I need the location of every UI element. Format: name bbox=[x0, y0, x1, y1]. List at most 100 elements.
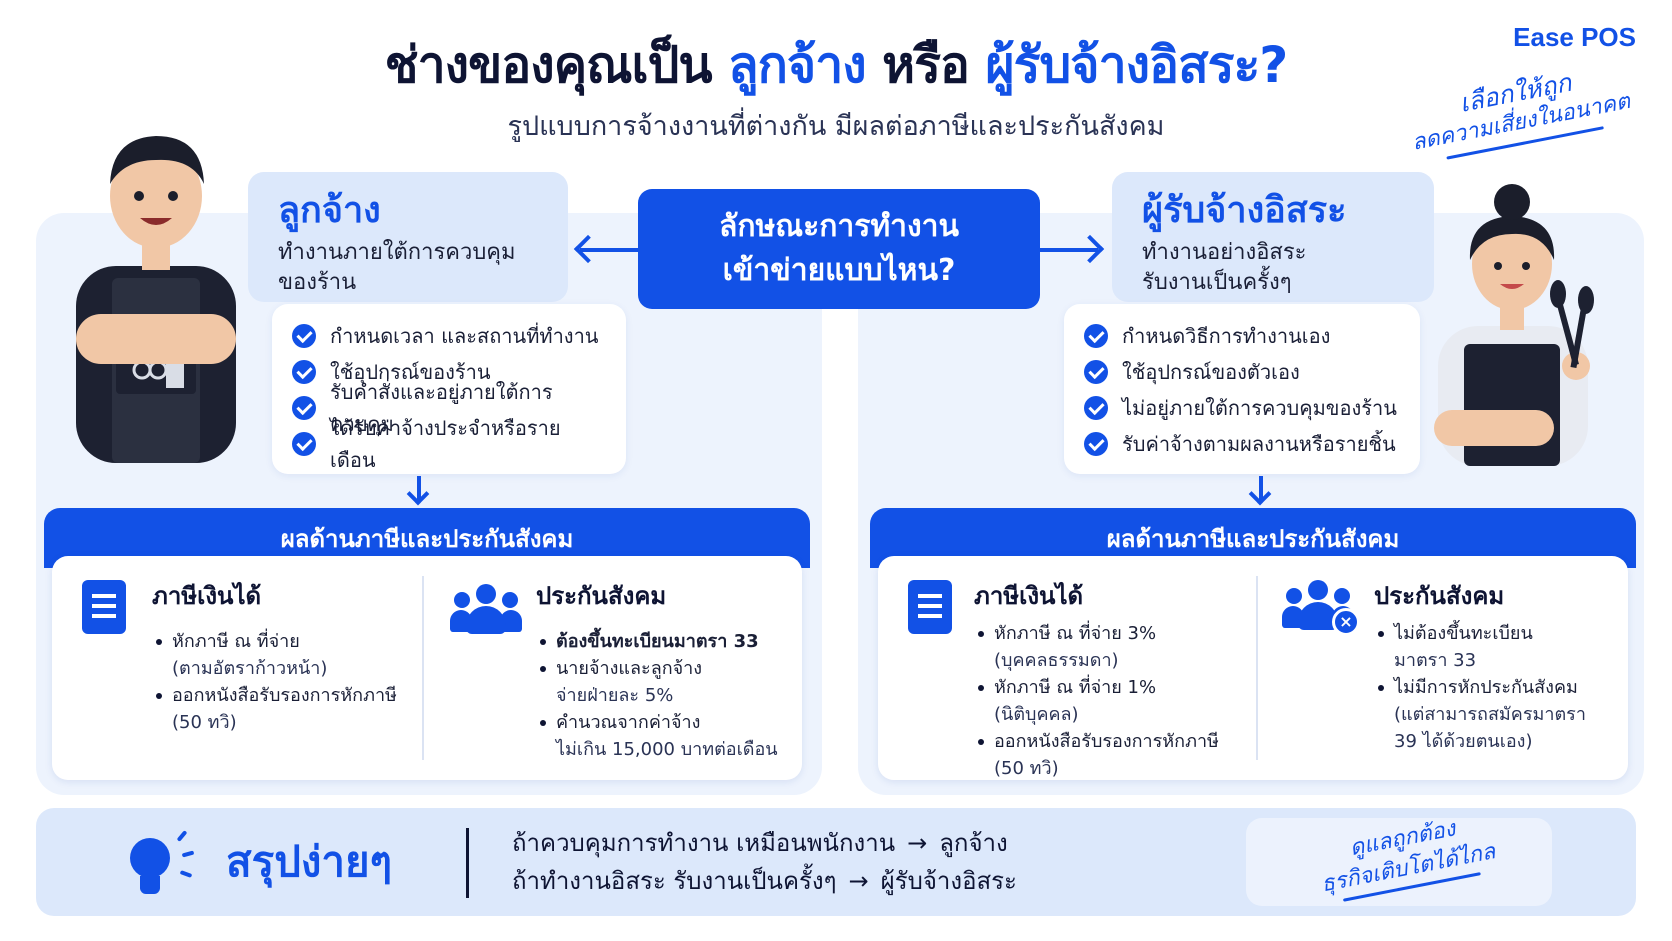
check-icon bbox=[1084, 360, 1108, 384]
title-highlight-freelancer: ผู้รับจ้างอิสระ? bbox=[985, 36, 1288, 94]
check-icon bbox=[292, 396, 316, 420]
item-sub: (50 ทวิ) bbox=[994, 758, 1059, 779]
arrow-left-icon bbox=[580, 248, 638, 252]
list-item: ไม่ต้องขึ้นทะเบียนมาตรา 33 bbox=[1374, 620, 1614, 674]
brand-logo: Ease POS bbox=[1513, 22, 1636, 52]
tax-list: หักภาษี ณ ที่จ่าย (ตามอัตราก้าวหน้า) ออกห… bbox=[152, 628, 442, 736]
summary-line-employee: ถ้าควบคุมการทำงาน เหมือนพนักงาน → ลูกจ้าง bbox=[512, 824, 1017, 862]
employee-title: ลูกจ้าง bbox=[278, 190, 381, 231]
item-sub: (บุคคลธรรมดา) bbox=[994, 650, 1119, 671]
check-icon bbox=[292, 360, 316, 384]
work-nature-question: ลักษณะการทำงาน เข้าข่ายแบบไหน? bbox=[638, 189, 1040, 309]
social-list: ไม่ต้องขึ้นทะเบียนมาตรา 33 ไม่มีการหักปร… bbox=[1374, 620, 1614, 755]
people-icon bbox=[450, 584, 522, 634]
item-sub: ไม่เกิน 15,000 บาทต่อเดือน bbox=[556, 739, 778, 760]
check-item: ได้รับค่าจ้างประจำหรือรายเดือน bbox=[292, 416, 606, 472]
item-main: หักภาษี ณ ที่จ่าย 3% bbox=[994, 623, 1157, 644]
employee-type-card: ลูกจ้าง ทำงานภายใต้การควบคุม ของร้าน bbox=[248, 172, 568, 302]
column-divider bbox=[1256, 576, 1258, 760]
freelancer-desc-line1: ทำงานอย่างอิสระ bbox=[1142, 240, 1307, 265]
list-item: หักภาษี ณ ที่จ่าย 3% (บุคคลธรรมดา) bbox=[974, 620, 1264, 674]
lightbulb-icon bbox=[126, 830, 195, 902]
summary-divider bbox=[466, 828, 469, 898]
item-sub: จ่ายฝ่ายละ 5% bbox=[556, 685, 674, 706]
check-label: ไม่อยู่ภายใต้การควบคุมของร้าน bbox=[1122, 396, 1397, 420]
arrow-right-icon bbox=[1040, 248, 1098, 252]
item-main: ไม่มีการหักประกันสังคม bbox=[1394, 677, 1578, 698]
item-main: นายจ้างและลูกจ้าง bbox=[556, 658, 703, 679]
freelancer-type-card: ผู้รับจ้างอิสระ ทำงานอย่างอิสระ รับงานเป… bbox=[1112, 172, 1434, 302]
title-highlight-employee: ลูกจ้าง bbox=[727, 36, 867, 94]
item-main: คำนวณจากค่าจ้าง bbox=[556, 712, 701, 733]
page-subtitle: รูปแบบการจ้างงานที่ต่างกัน มีผลต่อภาษีแล… bbox=[507, 111, 1165, 142]
people-icon: × bbox=[1282, 580, 1360, 636]
x-icon: × bbox=[1332, 608, 1360, 636]
check-label: กำหนดเวลา และสถานที่ทำงาน bbox=[330, 324, 599, 348]
page-title: ช่างของคุณเป็น ลูกจ้าง หรือ ผู้รับจ้างอิ… bbox=[0, 26, 1672, 105]
check-item: กำหนดเวลา และสถานที่ทำงาน bbox=[292, 318, 606, 354]
check-label: ใช้อุปกรณ์ของตัวเอง bbox=[1122, 360, 1300, 384]
summary-result: ลูกจ้าง bbox=[939, 829, 1008, 857]
arrow-down-icon bbox=[1259, 476, 1263, 502]
column-divider bbox=[422, 576, 424, 760]
summary-result: ผู้รับจ้างอิสระ bbox=[880, 867, 1017, 895]
tax-title: ภาษีเงินได้ bbox=[974, 582, 1084, 610]
summary-title: สรุปง่ายๆ bbox=[226, 837, 393, 886]
document-icon bbox=[908, 580, 952, 634]
check-label: รับค่าจ้างตามผลงานหรือรายชิ้น bbox=[1122, 432, 1396, 456]
list-item: นายจ้างและลูกจ้างจ่ายฝ่ายละ 5% bbox=[536, 655, 796, 709]
employee-social-column: ประกันสังคม ต้องขึ้นทะเบียนมาตรา 33 นายจ… bbox=[536, 576, 796, 763]
item-main: ต้องขึ้นทะเบียนมาตรา 33 bbox=[556, 631, 759, 652]
tax-list: หักภาษี ณ ที่จ่าย 3% (บุคคลธรรมดา) หักภาษ… bbox=[974, 620, 1264, 782]
freelancer-desc-line2: รับงานเป็นครั้งๆ bbox=[1142, 270, 1292, 295]
social-title: ประกันสังคม bbox=[1374, 582, 1505, 610]
check-label: รับคำสั่งและอยู่ภายใต้การควบคุม bbox=[330, 380, 553, 436]
social-title: ประกันสังคม bbox=[536, 582, 667, 610]
title-part1: ช่างของคุณเป็น bbox=[384, 36, 713, 94]
document-icon bbox=[82, 580, 126, 634]
summary-lines: ถ้าควบคุมการทำงาน เหมือนพนักงาน→ลูกจ้าง … bbox=[512, 824, 1017, 900]
barber-illustration bbox=[56, 118, 256, 463]
item-main: ออกหนังสือรับรองการหักภาษี bbox=[172, 685, 397, 706]
employee-tax-column: ภาษีเงินได้ หักภาษี ณ ที่จ่าย (ตามอัตราก้… bbox=[152, 576, 442, 736]
item-main: หักภาษี ณ ที่จ่าย 1% bbox=[994, 677, 1157, 698]
item-main: หักภาษี ณ ที่จ่าย bbox=[172, 631, 300, 652]
summary-condition: ถ้าทำงานอิสระ รับงานเป็นครั้งๆ bbox=[512, 867, 837, 895]
employee-checklist: กำหนดเวลา และสถานที่ทำงาน ใช้อุปกรณ์ของร… bbox=[272, 304, 626, 474]
check-icon bbox=[1084, 324, 1108, 348]
item-sub: (แต่สามารถสมัครมาตรา 39 ได้ด้วยตนเอง) bbox=[1394, 704, 1586, 752]
check-icon bbox=[292, 324, 316, 348]
arrow-down-icon bbox=[417, 476, 421, 502]
list-item: ออกหนังสือรับรองการหักภาษี(50 ทวิ) bbox=[974, 728, 1264, 782]
arrow-icon: → bbox=[848, 867, 869, 895]
check-item: ไม่อยู่ภายใต้การควบคุมของร้าน bbox=[1084, 390, 1400, 426]
item-sub: มาตรา 33 bbox=[1394, 650, 1477, 671]
check-icon bbox=[1084, 432, 1108, 456]
question-line2: เข้าข่ายแบบไหน? bbox=[722, 253, 956, 288]
employee-effects-body: ภาษีเงินได้ หักภาษี ณ ที่จ่าย (ตามอัตราก้… bbox=[52, 556, 802, 780]
list-item: ออกหนังสือรับรองการหักภาษี(50 ทวิ) bbox=[152, 682, 442, 736]
check-item: ใช้อุปกรณ์ของร้าน bbox=[292, 354, 606, 390]
list-item: ต้องขึ้นทะเบียนมาตรา 33 bbox=[536, 628, 796, 655]
item-sub: (ตามอัตราก้าวหน้า) bbox=[172, 658, 328, 679]
employee-desc-line1: ทำงานภายใต้การควบคุม bbox=[278, 240, 516, 265]
list-item: ไม่มีการหักประกันสังคม (แต่สามารถสมัครมาต… bbox=[1374, 674, 1614, 755]
check-item: รับค่าจ้างตามผลงานหรือรายชิ้น bbox=[1084, 426, 1400, 462]
makeup-artist-illustration bbox=[1424, 176, 1604, 466]
check-item: รับคำสั่งและอยู่ภายใต้การควบคุม bbox=[292, 380, 606, 436]
freelancer-social-column: ประกันสังคม ไม่ต้องขึ้นทะเบียนมาตรา 33 ไ… bbox=[1374, 576, 1614, 755]
arrow-icon: → bbox=[907, 829, 928, 857]
check-item: ใช้อุปกรณ์ของตัวเอง bbox=[1084, 354, 1400, 390]
tax-title: ภาษีเงินได้ bbox=[152, 582, 262, 610]
summary-note-text: ดูแลถูกต้อง ธุรกิจเติบโตได้ไกล bbox=[1282, 802, 1530, 912]
list-item: หักภาษี ณ ที่จ่าย 1% (นิติบุคคล) bbox=[974, 674, 1264, 728]
question-line1: ลักษณะการทำงาน bbox=[718, 209, 959, 244]
check-icon bbox=[1084, 396, 1108, 420]
employee-desc-line2: ของร้าน bbox=[278, 270, 357, 295]
summary-condition: ถ้าควบคุมการทำงาน เหมือนพนักงาน bbox=[512, 829, 896, 857]
social-list: ต้องขึ้นทะเบียนมาตรา 33 นายจ้างและลูกจ้า… bbox=[536, 628, 796, 763]
freelancer-title: ผู้รับจ้างอิสระ bbox=[1142, 190, 1347, 231]
item-sub: (นิติบุคคล) bbox=[994, 704, 1079, 725]
summary-bar: สรุปง่ายๆ ถ้าควบคุมการทำงาน เหมือนพนักงา… bbox=[36, 808, 1636, 916]
check-label: ได้รับค่าจ้างประจำหรือรายเดือน bbox=[330, 416, 561, 472]
